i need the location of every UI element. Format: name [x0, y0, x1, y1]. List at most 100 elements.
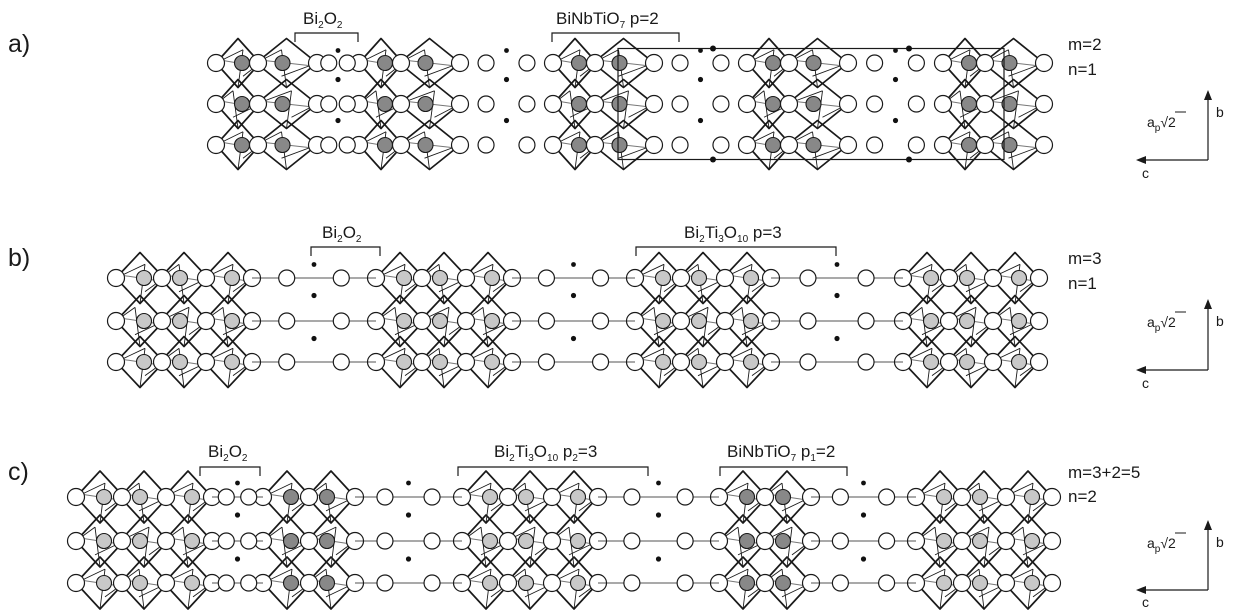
panel-b-b-arrowhead [1204, 299, 1212, 309]
a-site-atom [152, 311, 172, 331]
b-site-atom [742, 353, 760, 371]
b-site-atom [171, 269, 189, 287]
apical-oxygen-atom [543, 94, 563, 114]
a-site-atom [299, 573, 319, 593]
a-site-atom [671, 352, 691, 372]
a-site-atom [248, 94, 268, 114]
bi-atom [338, 95, 356, 113]
octahedron-edge [934, 527, 941, 568]
b-site-atom [233, 95, 251, 113]
octahedron-edge [1009, 307, 1016, 347]
bi-atom [676, 574, 694, 592]
apical-oxygen-atom [933, 135, 953, 155]
bi-atom [831, 488, 850, 506]
octahedron-edge [480, 527, 487, 568]
panel-b-block-bracket [635, 246, 837, 256]
apical-oxygen-atom [1042, 531, 1062, 551]
a-site-atom [456, 268, 476, 288]
b-site-atom [483, 312, 501, 330]
octahedron-edge [482, 307, 489, 347]
a-site-atom [939, 268, 959, 288]
apical-oxygen-atom [737, 94, 757, 114]
b-site-atom [958, 353, 976, 371]
panel-b-structure [106, 251, 1049, 389]
panel-a-block-label: BiNbTiO7 p=2 [556, 9, 659, 31]
a-site-atom [156, 531, 176, 551]
panel-b-b-label: b [1216, 313, 1224, 329]
panel-a-bi2o2-bracket [294, 32, 359, 42]
oxygen-dot [861, 480, 866, 486]
unit-cell-outline [617, 47, 1005, 161]
a-site-atom [983, 352, 1003, 372]
octahedron-edge [921, 307, 928, 347]
b-site-atom [171, 312, 189, 330]
a-site-atom [715, 311, 735, 331]
octahedron-edge [394, 307, 401, 347]
a-site-atom [152, 268, 172, 288]
a-site-atom [755, 487, 775, 507]
a-site-atom [952, 531, 972, 551]
b-site-atom [570, 136, 588, 154]
panel-c: c) Bi2O2 Bi2Ti3O10 p2=3 BiNbTiO7 p1=2 m=… [8, 442, 1224, 610]
apical-oxygen-atom [206, 94, 226, 114]
octahedron-edge [568, 527, 575, 568]
b-site-atom [318, 574, 336, 592]
a-site-atom [112, 487, 132, 507]
octahedron-edge [529, 527, 536, 568]
bi-atom [518, 54, 536, 72]
octahedron-edge [1022, 527, 1029, 568]
a-site-atom [779, 94, 799, 114]
a-site-atom [498, 573, 518, 593]
bi-atom [278, 353, 296, 371]
bi-atom [332, 312, 350, 330]
b-site-atom [131, 532, 149, 550]
a-site-atom [585, 135, 605, 155]
a-site-atom [196, 311, 216, 331]
octahedron-edge [222, 307, 229, 347]
b-site-atom [431, 269, 449, 287]
oxygen-dot [405, 512, 412, 518]
b-site-atom [654, 269, 672, 287]
b-site-atom [233, 136, 251, 154]
b-site-atom [517, 532, 535, 550]
panel-c-c-arrowhead [1136, 586, 1146, 594]
panel-a: a) Bi2O2 BiNbTiO7 p=2 m=2 n=1 ap√2 b c [8, 9, 1224, 181]
apical-oxygen-atom [450, 53, 470, 73]
oxygen-dot [834, 262, 840, 267]
b-site-atom [805, 136, 822, 154]
b-site-atom [958, 269, 976, 287]
cell-corner-dot [710, 156, 716, 163]
octahedron-edge [786, 527, 793, 568]
a-site-atom [779, 135, 799, 155]
b-site-atom [95, 574, 113, 592]
b-site-atom [95, 488, 113, 506]
b-site-atom [960, 136, 978, 154]
b-site-atom [569, 532, 587, 550]
oxygen-dot [234, 512, 241, 518]
b-site-atom [1023, 532, 1041, 550]
bi-atom [477, 136, 495, 154]
bi-atom [671, 54, 689, 72]
b-site-atom [282, 574, 300, 592]
apical-oxygen-atom [644, 53, 664, 73]
octahedron-edge [183, 307, 190, 347]
bi-atom [857, 353, 875, 371]
panel-c-ap-root2-label: ap√2 [1147, 535, 1176, 555]
b-site-atom [742, 269, 760, 287]
bi-atom [831, 574, 850, 592]
b-site-atom [431, 353, 449, 371]
a-site-atom [248, 53, 268, 73]
a-site-atom [975, 94, 995, 114]
apical-oxygen-atom [1029, 268, 1049, 288]
b-site-atom [1023, 574, 1041, 592]
octahedron-edge [702, 307, 709, 347]
panel-a-n-label: n=1 [1068, 60, 1097, 79]
bi-atom [240, 488, 258, 506]
octahedron-edge [741, 307, 748, 347]
a-site-atom [939, 352, 959, 372]
b-site-atom [481, 488, 499, 506]
bi-atom [676, 488, 694, 506]
a-site-atom [299, 531, 319, 551]
b-site-atom [742, 312, 760, 330]
oxygen-dot [860, 512, 867, 518]
